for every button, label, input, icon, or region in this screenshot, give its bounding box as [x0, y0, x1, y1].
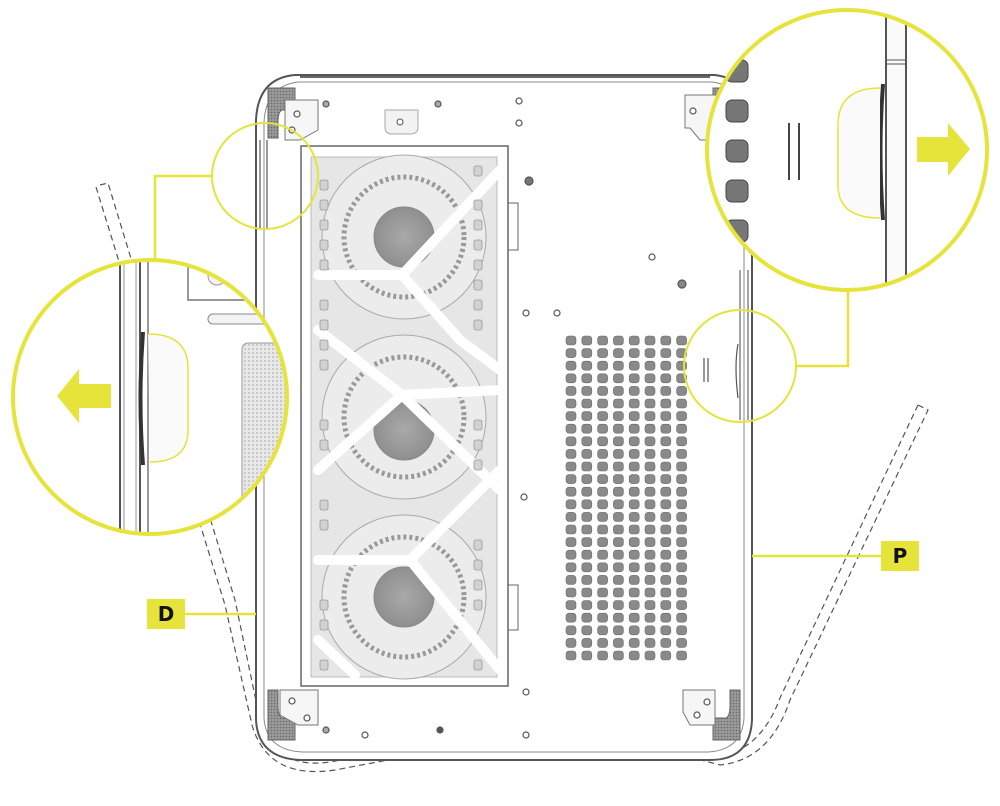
right-connector-line: [796, 290, 850, 368]
callout-label-d: D: [147, 599, 185, 629]
fan-1: [321, 154, 487, 320]
callout-label-p: P: [881, 541, 919, 571]
arrow-left-icon: [57, 369, 111, 423]
fan-2: [321, 334, 487, 500]
ventilation-grid: [565, 335, 687, 661]
screws: [288, 97, 711, 739]
left-zoom-inset: [11, 258, 289, 536]
right-zoom-inset: [705, 8, 989, 292]
fan-3: [321, 514, 487, 680]
left-connector-line: [153, 174, 212, 260]
arrow-right-icon: [917, 123, 970, 176]
fan-tray: [300, 145, 519, 687]
